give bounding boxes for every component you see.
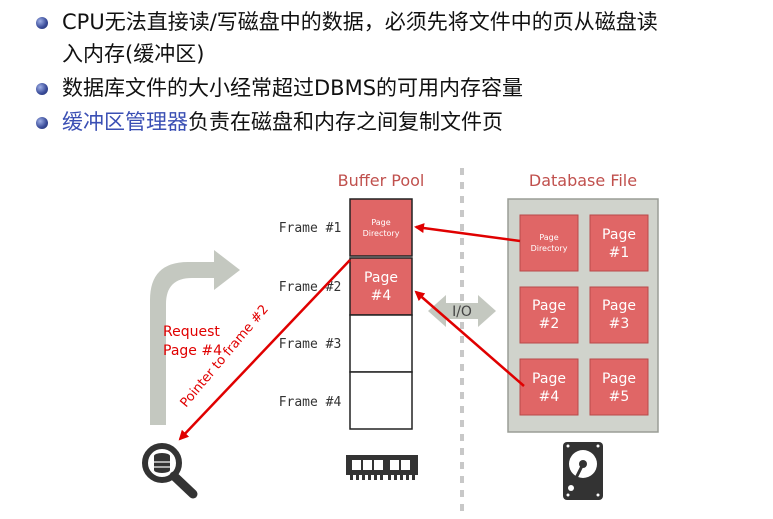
bullet-dot-icon xyxy=(36,117,48,129)
frame2-text-line1: Page xyxy=(364,270,398,286)
arrow-dir-to-frame1 xyxy=(414,223,521,243)
bullet-text-cpu-2: 入内存(缓冲区) xyxy=(62,42,205,66)
frame-label-1: Frame #1 xyxy=(279,221,342,236)
frame1-text-line2: Directory xyxy=(363,229,400,238)
hard-drive-icon xyxy=(563,442,603,500)
bullet-dot-icon xyxy=(36,17,48,29)
request-label-line2: Page #4 xyxy=(163,343,222,359)
memory-chip-icon xyxy=(346,455,418,480)
db-page-5 xyxy=(589,358,649,416)
frame-2-page-4 xyxy=(349,257,413,316)
bullet-text-buffer-manager: 缓冲区管理器负责在磁盘和内存之间复制文件页 xyxy=(62,108,503,136)
io-label: I/O xyxy=(452,304,472,320)
database-file-title: Database File xyxy=(529,171,637,190)
db-page-4 xyxy=(519,358,579,416)
bullet-text-cpu-1: CPU无法直接读/写磁盘中的数据，必须先将文件中的页从磁盘读 xyxy=(62,10,658,34)
db-page-1-line2: #1 xyxy=(609,245,630,261)
bullet-dot-icon xyxy=(36,83,48,95)
db-dir-line2: Directory xyxy=(531,244,568,253)
frame1-text-line1: Page xyxy=(371,218,390,227)
db-dir-line1: Page xyxy=(539,233,558,242)
io-double-arrow xyxy=(428,295,496,327)
request-curve-arrow xyxy=(150,250,240,425)
buffer-manager-rest: 负责在磁盘和内存之间复制文件页 xyxy=(188,110,503,134)
frame-3-empty xyxy=(349,314,413,373)
db-page-2 xyxy=(519,286,579,344)
db-page-3 xyxy=(589,286,649,344)
db-page-5-line1: Page xyxy=(602,371,636,387)
frame-4-empty xyxy=(349,371,413,430)
request-label-line1: Request xyxy=(163,324,220,340)
arrow-page4-to-frame2 xyxy=(414,290,525,387)
db-page-5-line2: #5 xyxy=(609,389,630,405)
database-search-icon xyxy=(142,443,198,499)
frame-label-3: Frame #3 xyxy=(279,337,342,352)
bullet-text-filesize: 数据库文件的大小经常超过DBMS的可用内存容量 xyxy=(62,76,524,100)
db-page-3-line2: #3 xyxy=(609,316,630,332)
frame-1-page-directory xyxy=(349,198,413,257)
db-page-3-line1: Page xyxy=(602,298,636,314)
pointer-arrow xyxy=(178,259,351,441)
frame-label-2: Frame #2 xyxy=(279,280,342,295)
frame-label-4: Frame #4 xyxy=(279,395,342,410)
db-page-4-line2: #4 xyxy=(539,389,560,405)
db-page-1 xyxy=(589,214,649,272)
frame2-text-line2: #4 xyxy=(371,288,392,304)
buffer-manager-highlight: 缓冲区管理器 xyxy=(62,110,188,134)
db-page-directory xyxy=(519,214,579,272)
buffer-pool-title: Buffer Pool xyxy=(338,171,425,190)
db-page-2-line2: #2 xyxy=(539,316,560,332)
db-page-1-line1: Page xyxy=(602,227,636,243)
db-page-4-line1: Page xyxy=(532,371,566,387)
db-page-2-line1: Page xyxy=(532,298,566,314)
